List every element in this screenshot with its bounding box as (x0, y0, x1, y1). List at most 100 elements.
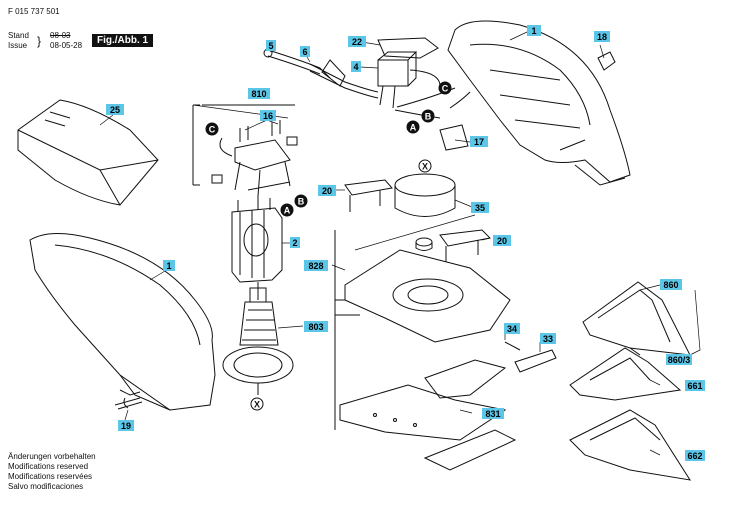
part-number-box (163, 260, 175, 271)
connector-marker: X (418, 159, 432, 173)
screw-drawing (114, 397, 143, 410)
part-number-label: 25 (106, 104, 124, 115)
sanding-plate-661-drawing (569, 347, 682, 401)
part-number-box (266, 40, 276, 51)
part-number-text: 25 (110, 105, 120, 115)
clip-drawing (597, 51, 616, 71)
marker-letter: X (422, 162, 428, 172)
part-number-text: 828 (308, 261, 323, 271)
part-number-text: 661 (687, 381, 702, 391)
part-number-label: 828 (304, 260, 328, 271)
part-number-label: 860/3 (666, 354, 692, 365)
marker-circle (205, 122, 219, 136)
part-number-box (118, 420, 134, 431)
brace-icon: } (37, 34, 42, 48)
note-line: Salvo modificaciones (8, 482, 84, 491)
wire-drawing (409, 69, 441, 87)
connector-marker: X (250, 397, 264, 411)
marker-circle (421, 109, 435, 123)
part-number-label: 662 (685, 450, 705, 461)
document-number: F 015 737 501 (8, 7, 60, 16)
part-number-label: 17 (470, 136, 488, 147)
part-number-label: 19 (118, 420, 134, 431)
part-number-box (527, 25, 541, 36)
part-number-text: 803 (308, 322, 323, 332)
part-number-label: 5 (266, 40, 276, 51)
marker-letter: B (425, 112, 432, 122)
part-number-label: 803 (304, 321, 328, 332)
part-number-box (470, 136, 488, 147)
stator-drawing (231, 196, 283, 283)
seal-ring-drawing (394, 173, 456, 217)
part-number-box (540, 333, 556, 344)
part-number-text: 20 (497, 236, 507, 246)
part-number-label: 20 (493, 235, 511, 246)
part-number-text: 19 (121, 421, 131, 431)
clamp-drawing (344, 179, 393, 212)
part-number-box (482, 408, 504, 419)
sanding-plate-662-drawing (569, 409, 692, 481)
part-number-box (471, 202, 489, 213)
issue-label: Issue (8, 41, 28, 50)
marker-circle (438, 81, 452, 95)
part-number-text: 2 (292, 238, 297, 248)
part-number-box (304, 260, 328, 271)
part-number-text: 17 (474, 137, 484, 147)
part-number-box (348, 36, 366, 47)
connector-marker: A (406, 120, 420, 134)
note-line: Modifications reserved (8, 462, 89, 471)
housing-shell-left-drawing (29, 233, 216, 411)
figure-title: Fig./Abb. 1 (92, 34, 154, 47)
part-number-text: 5 (268, 41, 273, 51)
marker-letter: A (410, 123, 417, 133)
part-number-box (666, 354, 692, 365)
part-number-label: 16 (260, 110, 276, 121)
note-line: Änderungen vorbehalten (8, 452, 96, 461)
part-number-box (300, 46, 310, 57)
marker-circle (294, 194, 308, 208)
marker-circle (250, 397, 264, 411)
part-number-label: 6 (300, 46, 310, 57)
part-number-label: 4 (351, 61, 361, 72)
part-number-label: 1 (163, 260, 175, 271)
part-number-text: 1 (531, 26, 536, 36)
part-number-text: 22 (352, 37, 362, 47)
switch-drawing (377, 51, 418, 109)
marker-circle (406, 120, 420, 134)
part-number-label: 860 (660, 279, 682, 290)
part-number-text: 860 (663, 280, 678, 290)
armature-drawing (222, 282, 294, 395)
marker-letter: B (298, 197, 305, 207)
stand-label: Stand (8, 31, 29, 40)
stand-value: 08-03 (50, 31, 71, 40)
part-number-text: 33 (543, 334, 553, 344)
connector-marker: C (438, 81, 452, 95)
part-number-box (504, 323, 520, 334)
dust-extraction-plate-drawing (339, 359, 517, 471)
marker-letter: X (254, 400, 260, 410)
part-number-label: 20 (318, 185, 336, 196)
part-number-box (594, 31, 610, 42)
part-number-text: 35 (475, 203, 485, 213)
connector-marker: C (205, 122, 219, 136)
connector-marker: B (294, 194, 308, 208)
dust-box-drawing (17, 99, 159, 206)
issue-value: 08-05-28 (50, 41, 83, 50)
part-number-label: 34 (504, 323, 520, 334)
part-number-text: 18 (597, 32, 607, 42)
part-number-text: 4 (353, 62, 358, 72)
part-number-box (260, 110, 276, 121)
lever-drawing (514, 349, 557, 373)
part-number-label: 1 (527, 25, 541, 36)
part-number-box (660, 279, 682, 290)
marker-circle (418, 159, 432, 173)
connector-marker: A (280, 203, 294, 217)
part-number-box (290, 237, 300, 248)
note-line: Modifications reservées (8, 472, 93, 481)
part-number-text: 6 (302, 47, 307, 57)
modification-notes: Änderungen vorbehalten Modifications res… (8, 452, 96, 492)
part-number-label: 22 (348, 36, 366, 47)
spring-drawing (504, 341, 521, 351)
